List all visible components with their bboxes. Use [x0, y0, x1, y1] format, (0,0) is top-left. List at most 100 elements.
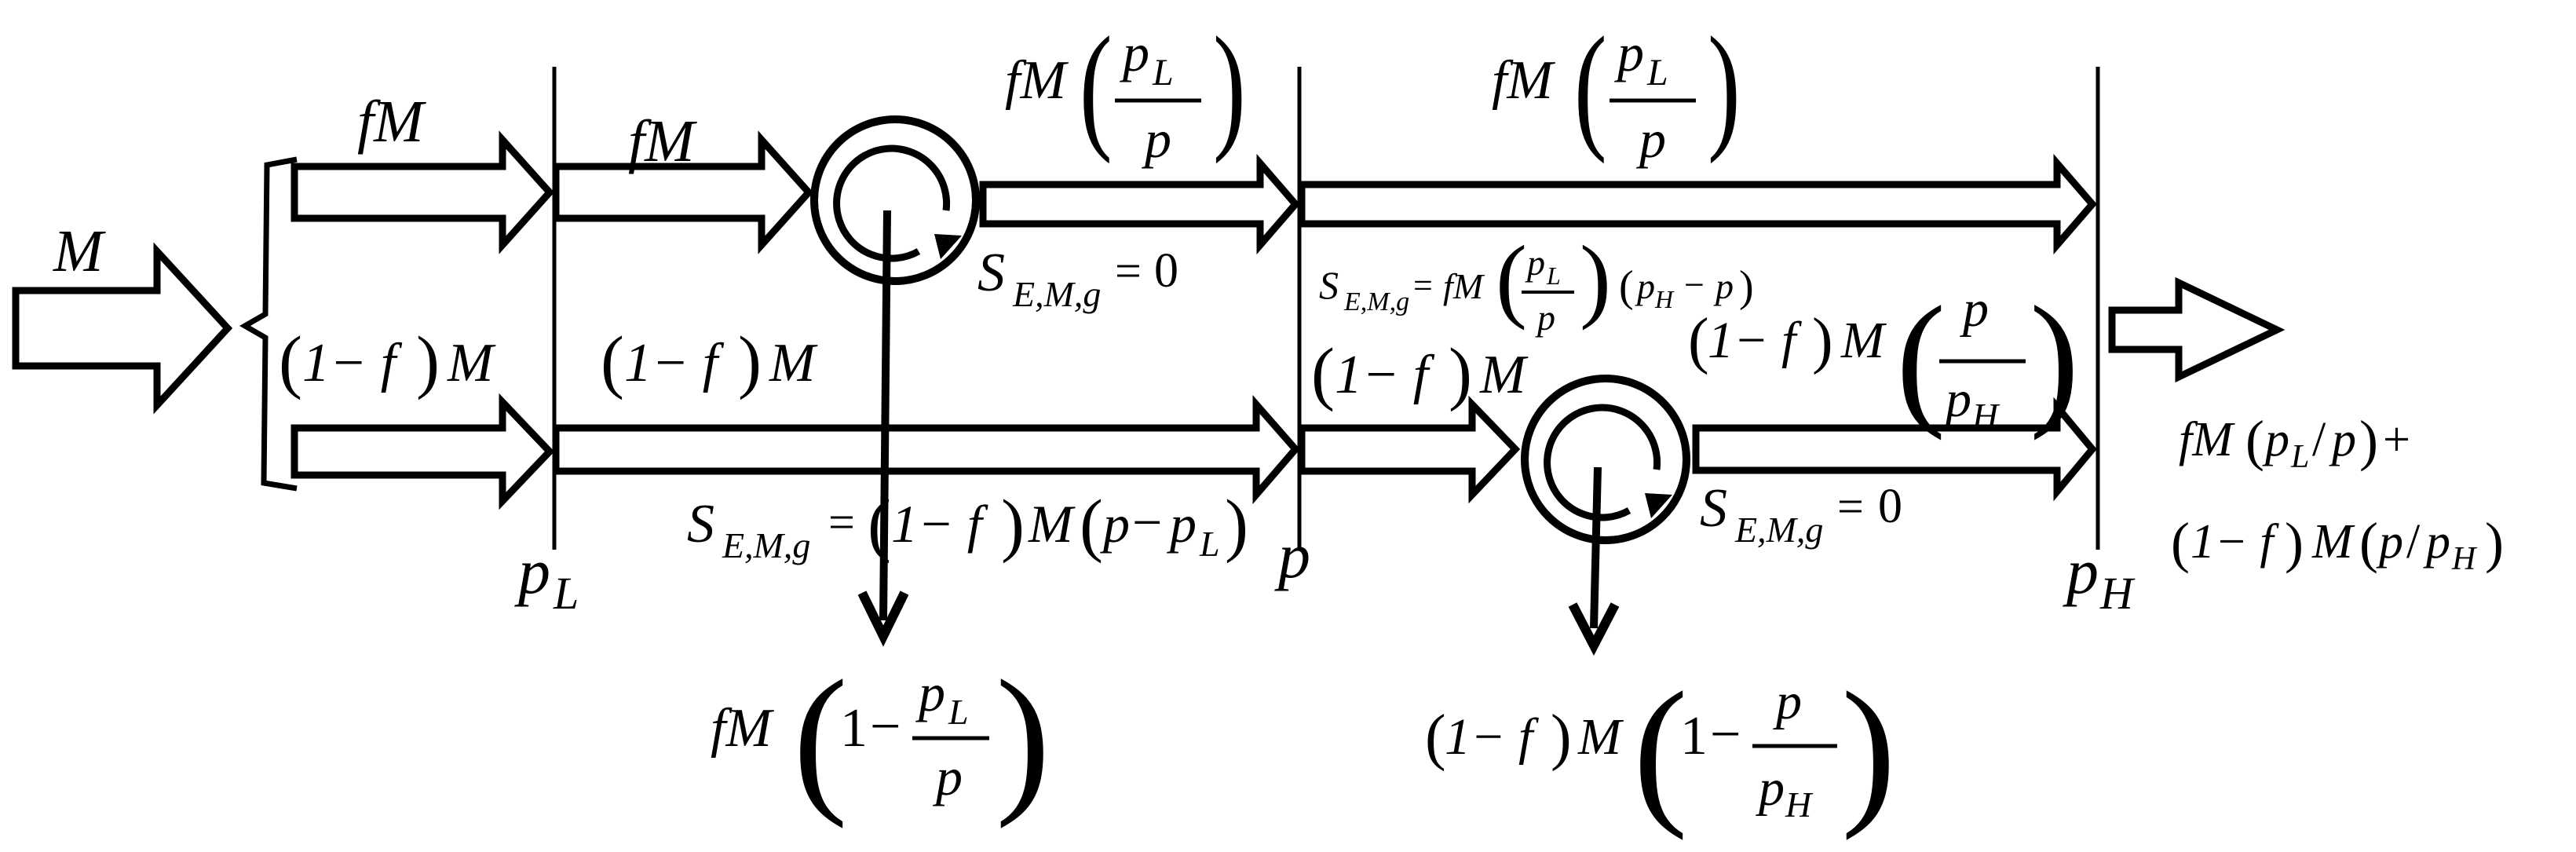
block-arrows [12, 130, 2286, 510]
equals: = [1837, 481, 1864, 532]
paren-open: ( [1080, 8, 1113, 164]
sub-L: L [1152, 52, 1174, 93]
p-denominator: p [1142, 109, 1171, 169]
label-1mfM-bottom-3: ( 1− f ) M [1311, 335, 1529, 412]
paren-close: ) [1213, 8, 1246, 164]
p-denominator: p [1636, 109, 1666, 169]
M: M [1577, 708, 1624, 766]
paren-close-2: ) [1225, 486, 1248, 564]
paren-close: ) [1580, 226, 1611, 331]
arrow-top-3 [979, 153, 1300, 255]
loss-arrow-2-head [1568, 602, 1620, 656]
M: M [769, 333, 818, 393]
one-minus-f: 1− f [1335, 345, 1435, 405]
one-minus-f: 1− f [891, 494, 988, 554]
label-S-zero-bottom: S E,M,g = 0 [1700, 478, 1902, 550]
sub-H: H [2451, 541, 2478, 577]
paren-close: ) [2359, 409, 2378, 472]
p: p [514, 536, 550, 607]
M: M [1028, 494, 1076, 554]
paren-close: ) [1001, 486, 1025, 564]
one-minus-f: 1− f [624, 333, 725, 393]
station-label-pL: p L [514, 536, 579, 619]
label-input-M: M [53, 218, 106, 284]
loss-arrow-2-shaft [1590, 466, 1602, 629]
paren-open: ( [868, 486, 891, 564]
label-fM-top-2: fM [628, 108, 697, 174]
equals: = [1115, 245, 1142, 297]
arrow-top-4 [1298, 153, 2097, 255]
minus: − [1710, 704, 1741, 765]
label-fM-pL-over-p-1: fM ( p L p ) [1005, 8, 1246, 169]
paren-open: ( [279, 323, 302, 400]
sub-L: L [553, 568, 579, 619]
generator-1-inner-arc [833, 144, 951, 262]
label-fM-pL-over-p-2: fM ( p L p ) [1492, 8, 1741, 169]
sub-H: H [1654, 285, 1675, 313]
one-minus-f: 1− f [302, 333, 403, 393]
p: p [2063, 536, 2099, 607]
paren-open-2: ( [2359, 511, 2378, 574]
label-S-pH-minus-p: S E,M,g = fM ( p L p ) ( p H − p ) [1319, 226, 1754, 338]
label-loss-2: ( 1− f ) M ( 1 − p p H ) [1425, 659, 1896, 841]
p-H-denominator: p [1942, 371, 1971, 428]
equals: = [1413, 266, 1433, 305]
slash: / [2406, 515, 2421, 569]
p: p [2329, 413, 2356, 466]
equals: = [828, 496, 855, 548]
label-1mfM-bottom-2: ( 1− f ) M [601, 323, 818, 400]
paren-close: ) [1812, 306, 1833, 375]
input-arrow-M [12, 242, 233, 415]
S: S [977, 243, 1005, 303]
generator-1-outer-ring [810, 115, 980, 285]
S-subscript: E,M,g [722, 525, 810, 565]
paren-close: ) [738, 323, 762, 400]
S: S [1700, 478, 1727, 539]
minus: − [870, 697, 901, 757]
arrow-bottom-3 [1298, 395, 1521, 504]
S: S [1319, 263, 1339, 307]
S-subscript: E,M,g [1012, 274, 1101, 314]
label-output-line-2: ( 1− f ) M ( p / p H ) [2171, 511, 2504, 577]
fM: fM [1492, 50, 1555, 111]
paren-open: ( [1425, 703, 1446, 772]
p-L: p [2262, 413, 2289, 466]
label-S-1mfM-p-minus-pL: S E,M,g = ( 1− f ) M ( p − p L ) [687, 486, 1248, 565]
p-L-numerator: p [915, 663, 945, 722]
label-1mfM-bottom-1: ( 1− f ) M [279, 323, 496, 400]
sub-H: H [2099, 568, 2136, 619]
fM: fM [1443, 266, 1485, 306]
minus: − [1684, 265, 1705, 305]
label-S-zero-top: S E,M,g = 0 [977, 243, 1178, 314]
paren-open-2: ( [1619, 262, 1634, 311]
paren-close: ) [1708, 8, 1741, 164]
sub-H: H [1785, 784, 1814, 825]
paren-open: ( [2245, 409, 2264, 472]
paren-open: ( [1574, 8, 1607, 164]
label-1mfM-p-over-pH: ( 1− f ) M ( p p H ) [1688, 276, 2079, 441]
loss-arrow-1-shaft [879, 210, 891, 621]
paren-open: ( [1688, 306, 1709, 375]
p: p [1100, 494, 1130, 554]
one: 1 [1680, 706, 1708, 766]
paren-close-2: ) [2485, 511, 2504, 574]
S-subscript: E,M,g [1343, 287, 1409, 316]
loss-arrows [857, 210, 1620, 656]
split-brace [239, 156, 298, 492]
arrow-bottom-1 [290, 393, 555, 510]
zero: 0 [1878, 480, 1902, 533]
p-H-denominator: p [1756, 759, 1785, 817]
M: M [1840, 312, 1887, 369]
p-numerator: p [1960, 280, 1989, 338]
generator-2-inner-arc [1544, 404, 1661, 521]
p-L-numerator: p [1614, 23, 1644, 82]
one: 1 [840, 698, 868, 759]
paren-open-2: ( [1080, 486, 1103, 564]
big-paren-close: ) [1841, 659, 1896, 841]
arrow-bottom-4 [1692, 397, 2097, 502]
generator-1-arc-head [934, 234, 962, 259]
zero: 0 [1154, 244, 1178, 298]
one-minus-f: 1− f [1445, 708, 1539, 766]
generator-2 [1521, 375, 1690, 544]
